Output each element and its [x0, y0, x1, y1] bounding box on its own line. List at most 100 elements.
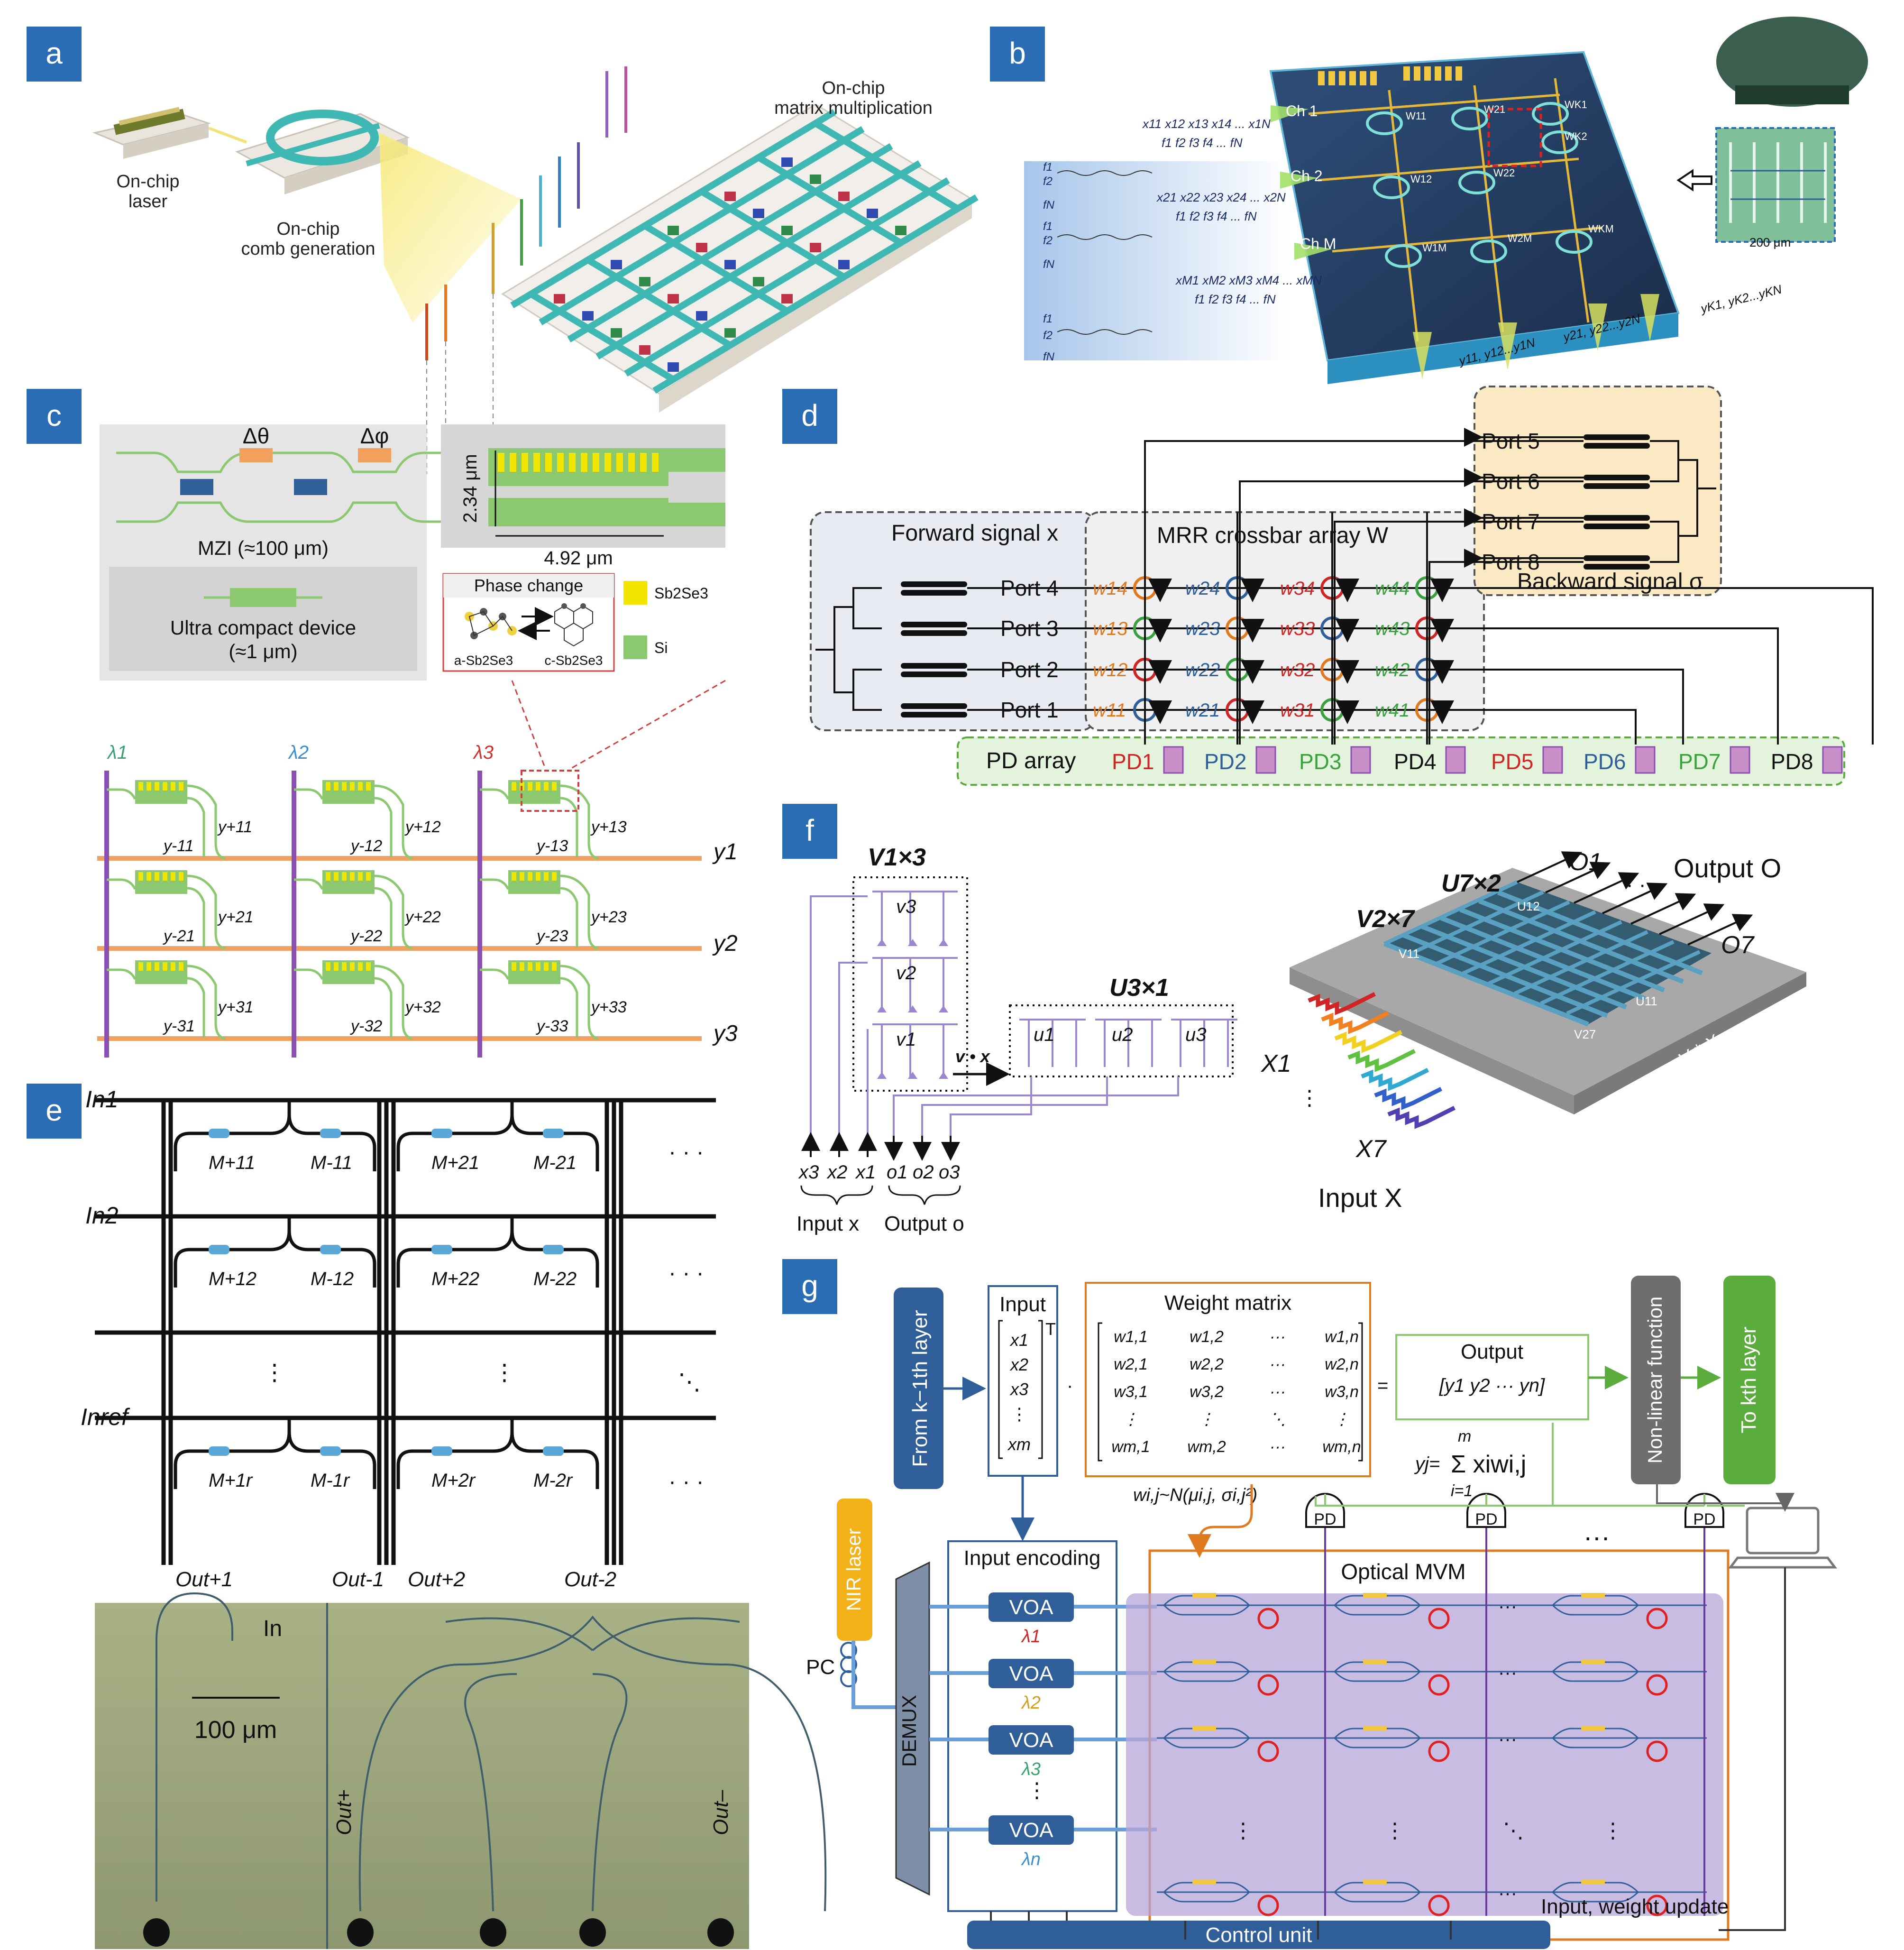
cell-device-stripe [155, 962, 159, 971]
panel-g: g From k−1th layer Input T x1 x2 x3 ⋮ xm… [782, 1259, 1837, 1949]
weight-matrix-title: Weight matrix [1164, 1291, 1291, 1315]
distribution: wi,j~N(μi,j, σi,j²) [1133, 1485, 1257, 1505]
amorphous-lattice [465, 608, 517, 639]
input-encoding-label: Input encoding [964, 1546, 1101, 1570]
matrix-label-1: On-chip [822, 78, 885, 98]
panel-d: d Forward signal x MRR crossbar array W … [782, 386, 1874, 786]
f-mesh-row [1383, 941, 1589, 1027]
fn-label-2: fN [1043, 258, 1055, 271]
backward-mzi-bottom [1584, 443, 1650, 449]
weight-cell: wm,1 [1111, 1438, 1150, 1456]
weight-cell: w3,n [1325, 1383, 1359, 1401]
nonlinear-to-laptop [1656, 1484, 1794, 1512]
cell-minus-label: y-33 [536, 1017, 568, 1035]
dots-row-1: · · · [668, 1140, 704, 1165]
cell-device-stripe [520, 962, 524, 971]
delta-theta-label: Δθ [243, 423, 269, 448]
in2-label: In2 [85, 1202, 119, 1229]
out1-minus: Out-1 [332, 1568, 384, 1591]
cell-minus-arm [560, 977, 578, 1038]
fn-label-1: fN [1043, 199, 1055, 212]
panel-a: a On-chip laser On-chip comb generation [27, 27, 979, 474]
mvm-heater [1192, 1593, 1216, 1598]
cell-plus-arm [374, 784, 413, 860]
mvm-ring [1646, 1895, 1668, 1916]
input-x2: x2 [1009, 1355, 1028, 1374]
v-unit-detector [908, 939, 917, 946]
cell-device [322, 960, 375, 984]
mvm-vdots: ⋮ [1233, 1819, 1254, 1842]
device-body [488, 448, 668, 486]
control-unit-box [967, 1921, 1550, 1949]
vdots-2: ⋮ [493, 1360, 516, 1385]
u31-label: U3×1 [1109, 974, 1169, 1002]
output-vector: [y1 y2 ··· yn] [1439, 1375, 1545, 1396]
v-unit-detector [877, 939, 887, 946]
panel-d-tag-text: d [801, 398, 818, 432]
input-wave-2 [1057, 234, 1153, 240]
legend-si: Si [654, 639, 668, 656]
cell-device-stripe [520, 872, 524, 881]
backward-mzi-bottom [1584, 564, 1650, 570]
forward-to-pd [1588, 587, 1874, 745]
input-box [988, 1285, 1058, 1477]
cell-left-arm [396, 1216, 514, 1288]
forward-to-pd [1588, 669, 1684, 745]
voa-box [989, 1725, 1074, 1755]
voa-lambda: λ3 [1021, 1759, 1041, 1779]
cell-minus-label: y-31 [163, 1017, 195, 1035]
chip-top [1269, 51, 1680, 362]
phase-shifter-theta [239, 448, 273, 462]
matrix-row-waveguide [652, 194, 979, 394]
f-output-arrow [1659, 903, 1725, 935]
panel-f-chip: ⋮· · [1299, 851, 1753, 1129]
zoom-line-1 [511, 680, 546, 769]
modulator-plus [209, 1245, 229, 1254]
input-brackets [998, 1320, 1043, 1459]
voa-lambda: λn [1021, 1849, 1041, 1869]
matrix-row-waveguide [567, 143, 893, 343]
m-plus-label: M+22 [431, 1269, 479, 1289]
backward-feed [1144, 440, 1584, 745]
v27-label: V2×7 [1356, 905, 1415, 933]
legend-sb2se3: Sb2Se3 [654, 585, 708, 602]
port-right-label: Port 7 [1482, 509, 1540, 534]
sb2se3-stripe [522, 453, 528, 472]
cell-right-arm [510, 1100, 599, 1171]
m-minus-label: M-11 [311, 1152, 352, 1173]
mzi-bottom-arm [116, 501, 443, 523]
cell-device-stripe [552, 782, 557, 791]
chip-b-grid [1271, 66, 1659, 379]
chip-b-pad [1455, 66, 1462, 81]
f-mesh-area [1384, 882, 1712, 1024]
u31-box [1009, 1004, 1234, 1077]
output-k: yK1, yK2...yKN [1698, 282, 1783, 316]
cell-minus-label: y-22 [350, 927, 382, 945]
cell-plus-label: y+22 [404, 908, 441, 926]
backward-mzi-bottom [1584, 483, 1650, 489]
chip-b-ring [1385, 244, 1422, 268]
cell-minus-arm [187, 887, 205, 947]
mvm-hdots: ··· [1498, 1729, 1517, 1749]
input-vector-2: x21 x22 x23 x24 ... x2N [1156, 190, 1286, 204]
eq-y: yj= [1414, 1453, 1440, 1474]
weight-to-mvm-arrow [1188, 1484, 1253, 1558]
cell-device-stripe [528, 782, 532, 791]
u-unit-lines [1019, 1019, 1086, 1067]
laptop-base [1728, 1556, 1837, 1569]
cell-right-arm [287, 1100, 376, 1171]
v-unit-detector [877, 1072, 887, 1079]
mvm-ddots: ⋱ [1503, 1819, 1524, 1842]
sb2se3-stripe [652, 453, 659, 472]
laser-fiber [851, 1641, 901, 1709]
u11-chip-label: U11 [1636, 994, 1657, 1008]
input-xm: xm [1007, 1435, 1031, 1454]
matrix-column-waveguide [529, 291, 675, 383]
vdots-1: ⋮ [263, 1360, 286, 1385]
cell-device-stripe [366, 782, 371, 791]
cell-right-arm [510, 1216, 599, 1288]
chip-b-input-beam [1294, 243, 1332, 260]
crossbar-c: y-11y+11y-12y+12y-13y+13y-21y+21y-22y+22… [97, 770, 702, 1058]
backward-feed [1428, 561, 1584, 745]
